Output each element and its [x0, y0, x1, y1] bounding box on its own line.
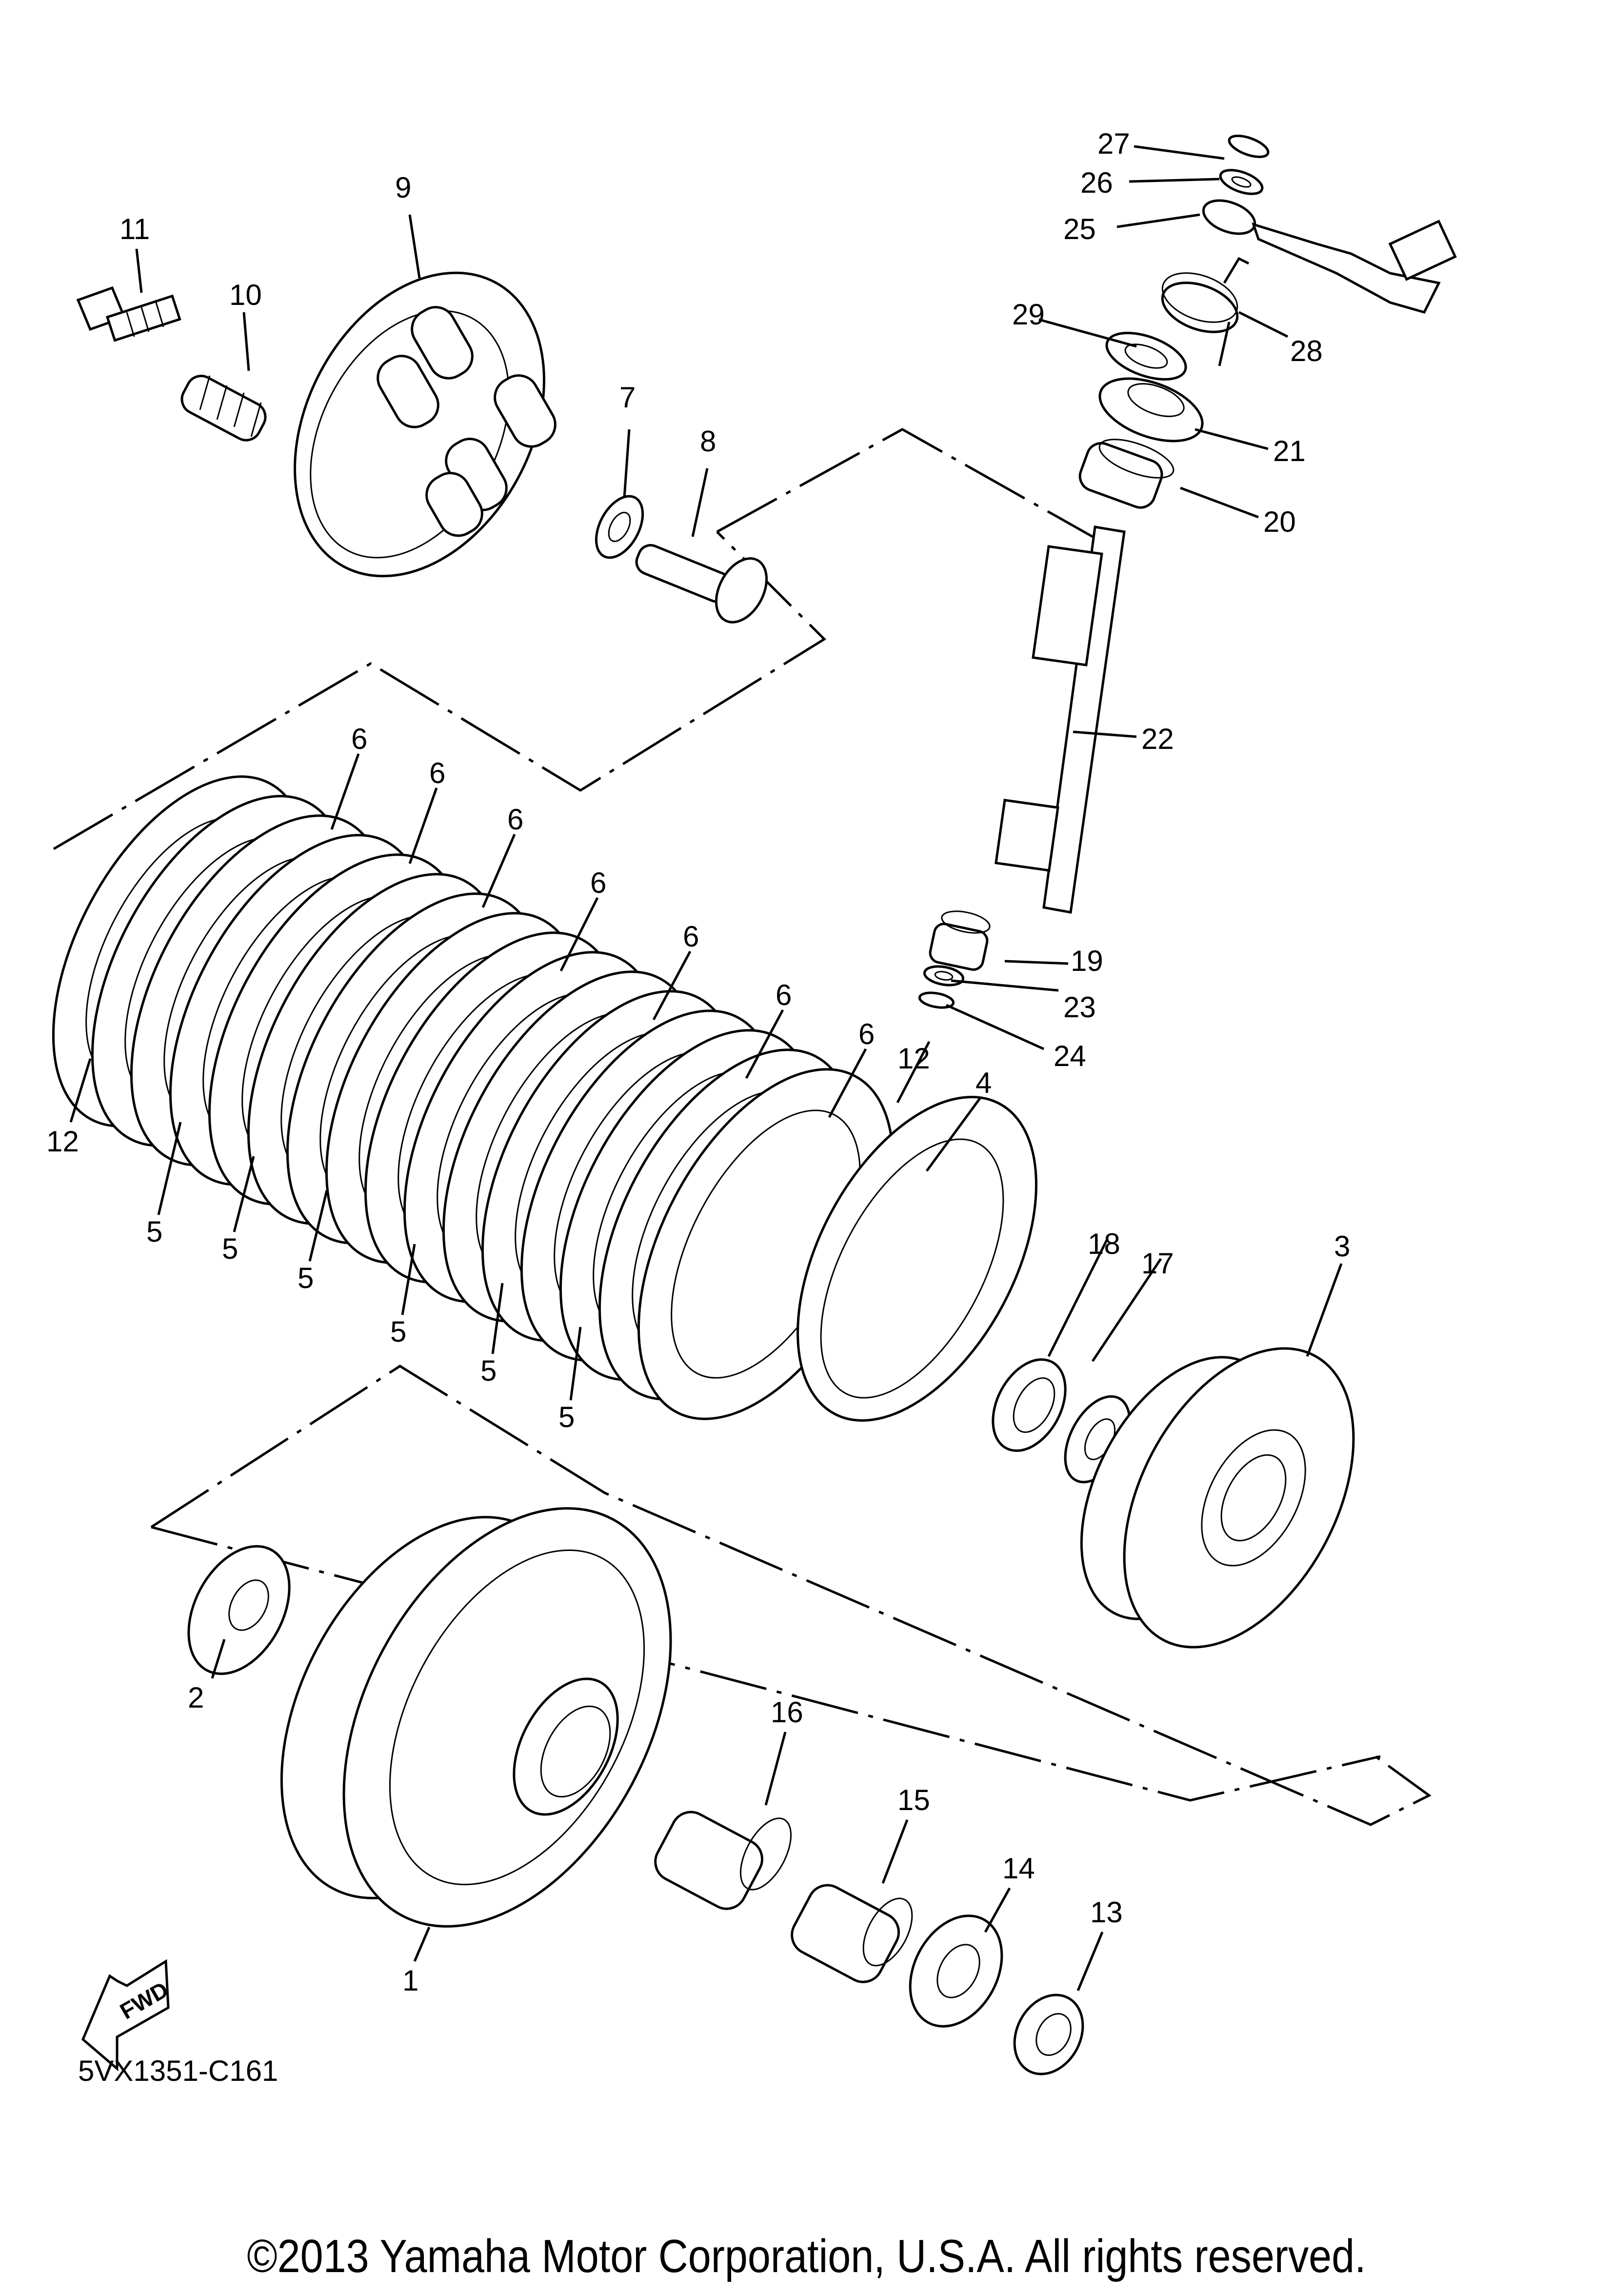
part-nut-13[interactable]	[1001, 1983, 1096, 2086]
leader-line-5	[308, 1190, 328, 1262]
leader-line-6	[330, 753, 360, 830]
leader-line-6	[481, 834, 516, 908]
callout-12-right: 12	[897, 1042, 930, 1075]
callout-20: 20	[1263, 505, 1296, 538]
callout-22: 22	[1141, 723, 1174, 755]
callout-17: 17	[1141, 1247, 1174, 1280]
part-bearing-20[interactable]	[1076, 431, 1178, 511]
callout-29: 29	[1012, 298, 1045, 331]
part-circlip-27[interactable]	[1227, 132, 1271, 161]
callout-10: 10	[229, 279, 262, 311]
part-pressure-plate[interactable]	[245, 230, 594, 620]
callout-8: 8	[700, 425, 716, 458]
callout-6: 6	[507, 803, 523, 836]
callout-13: 13	[1090, 1896, 1123, 1929]
part-thrust-plate-2[interactable]	[168, 1529, 310, 1691]
leader-line-5	[401, 1244, 416, 1315]
callout-18: 18	[1088, 1228, 1120, 1260]
callout-6: 6	[351, 723, 367, 755]
callout-23: 23	[1063, 991, 1096, 1024]
callout-19: 19	[1071, 945, 1103, 977]
callout-2: 2	[188, 1681, 204, 1714]
part-circlip-24[interactable]	[918, 990, 955, 1010]
leader-line-5	[491, 1283, 504, 1354]
part-clutch-boss-3[interactable]	[1041, 1310, 1401, 1686]
callout-5: 5	[558, 1401, 575, 1433]
diagram-code: 5VX1351-C161	[78, 2054, 279, 2087]
leader-line-6	[745, 1009, 784, 1079]
guide-line-hub	[150, 1365, 1432, 1826]
callout-6: 6	[429, 757, 445, 789]
fwd-arrow-icon: FWD	[81, 1959, 173, 2072]
leader-line-6	[828, 1048, 867, 1118]
callout-15: 15	[897, 1784, 930, 1816]
clutch-plate-stack	[52, 775, 895, 1420]
part-primary-driven-gear-1[interactable]	[221, 1453, 737, 1982]
leader-line-6	[559, 897, 599, 972]
part-washer-26[interactable]	[1217, 165, 1265, 199]
part-thrust-washer-14[interactable]	[892, 1900, 1020, 2042]
callout-14: 14	[1002, 1852, 1035, 1885]
callout-27: 27	[1097, 127, 1130, 160]
part-bolt[interactable]	[76, 286, 181, 342]
callout-6: 6	[858, 1018, 875, 1050]
callout-9: 9	[395, 171, 411, 204]
callout-5: 5	[222, 1232, 238, 1265]
part-oil-seal-21[interactable]	[1092, 366, 1211, 454]
callout-3: 3	[1334, 1230, 1350, 1263]
leader-line-6	[408, 787, 438, 864]
callout-28: 28	[1290, 335, 1323, 367]
leader-lines	[69, 145, 1343, 1991]
part-washer-29[interactable]	[1100, 323, 1192, 388]
callout-4: 4	[976, 1067, 992, 1099]
callout-7: 7	[619, 381, 636, 414]
callout-6: 6	[683, 920, 699, 953]
callout-6: 6	[590, 866, 606, 899]
callout-1: 1	[402, 1964, 418, 1997]
guide-line-pushrod	[716, 428, 1094, 538]
part-collar-18[interactable]	[978, 1347, 1080, 1463]
leader-line-5	[233, 1156, 255, 1232]
part-bearing-7[interactable]	[587, 488, 652, 565]
callout-labels: 11 10 9 7 8 27 26 25 29 28 21 20 22 19 2…	[46, 127, 1350, 1997]
part-plate-4[interactable]	[748, 1058, 1085, 1460]
callout-11: 11	[119, 213, 150, 245]
leader-line-6	[652, 950, 692, 1021]
guide-line-boss	[151, 1526, 1381, 1802]
part-sleeve-15[interactable]	[785, 1878, 922, 1989]
callout-21: 21	[1273, 435, 1306, 467]
callout-6: 6	[776, 979, 792, 1011]
guide-line-plates-top	[53, 531, 826, 850]
callout-5: 5	[298, 1262, 314, 1294]
callout-5: 5	[480, 1354, 497, 1387]
callout-12-left: 12	[46, 1125, 79, 1158]
callout-5: 5	[390, 1315, 406, 1348]
plate-callout-labels: 6 6 6 6 6 6 6 5 5 5 5 5 5	[146, 723, 875, 1433]
callout-5: 5	[146, 1215, 162, 1248]
callout-16: 16	[771, 1696, 803, 1729]
part-push-lever-25[interactable]	[1199, 194, 1457, 314]
part-push-rod-8[interactable]	[633, 542, 777, 631]
callout-25: 25	[1063, 213, 1096, 245]
part-push-lever-shaft[interactable]	[995, 525, 1126, 914]
part-clutch-spring[interactable]	[177, 371, 270, 445]
part-torsion-spring-28[interactable]	[1155, 257, 1250, 366]
part-bearing-19[interactable]	[928, 907, 992, 971]
copyright-notice: ©2013 Yamaha Motor Corporation, U.S.A. A…	[247, 2230, 1366, 2282]
callout-24: 24	[1054, 1040, 1086, 1072]
callout-26: 26	[1080, 166, 1113, 199]
leader-line-5	[569, 1327, 582, 1401]
part-needle-bearing-16[interactable]	[649, 1805, 801, 1915]
leader-line-5	[157, 1122, 182, 1215]
